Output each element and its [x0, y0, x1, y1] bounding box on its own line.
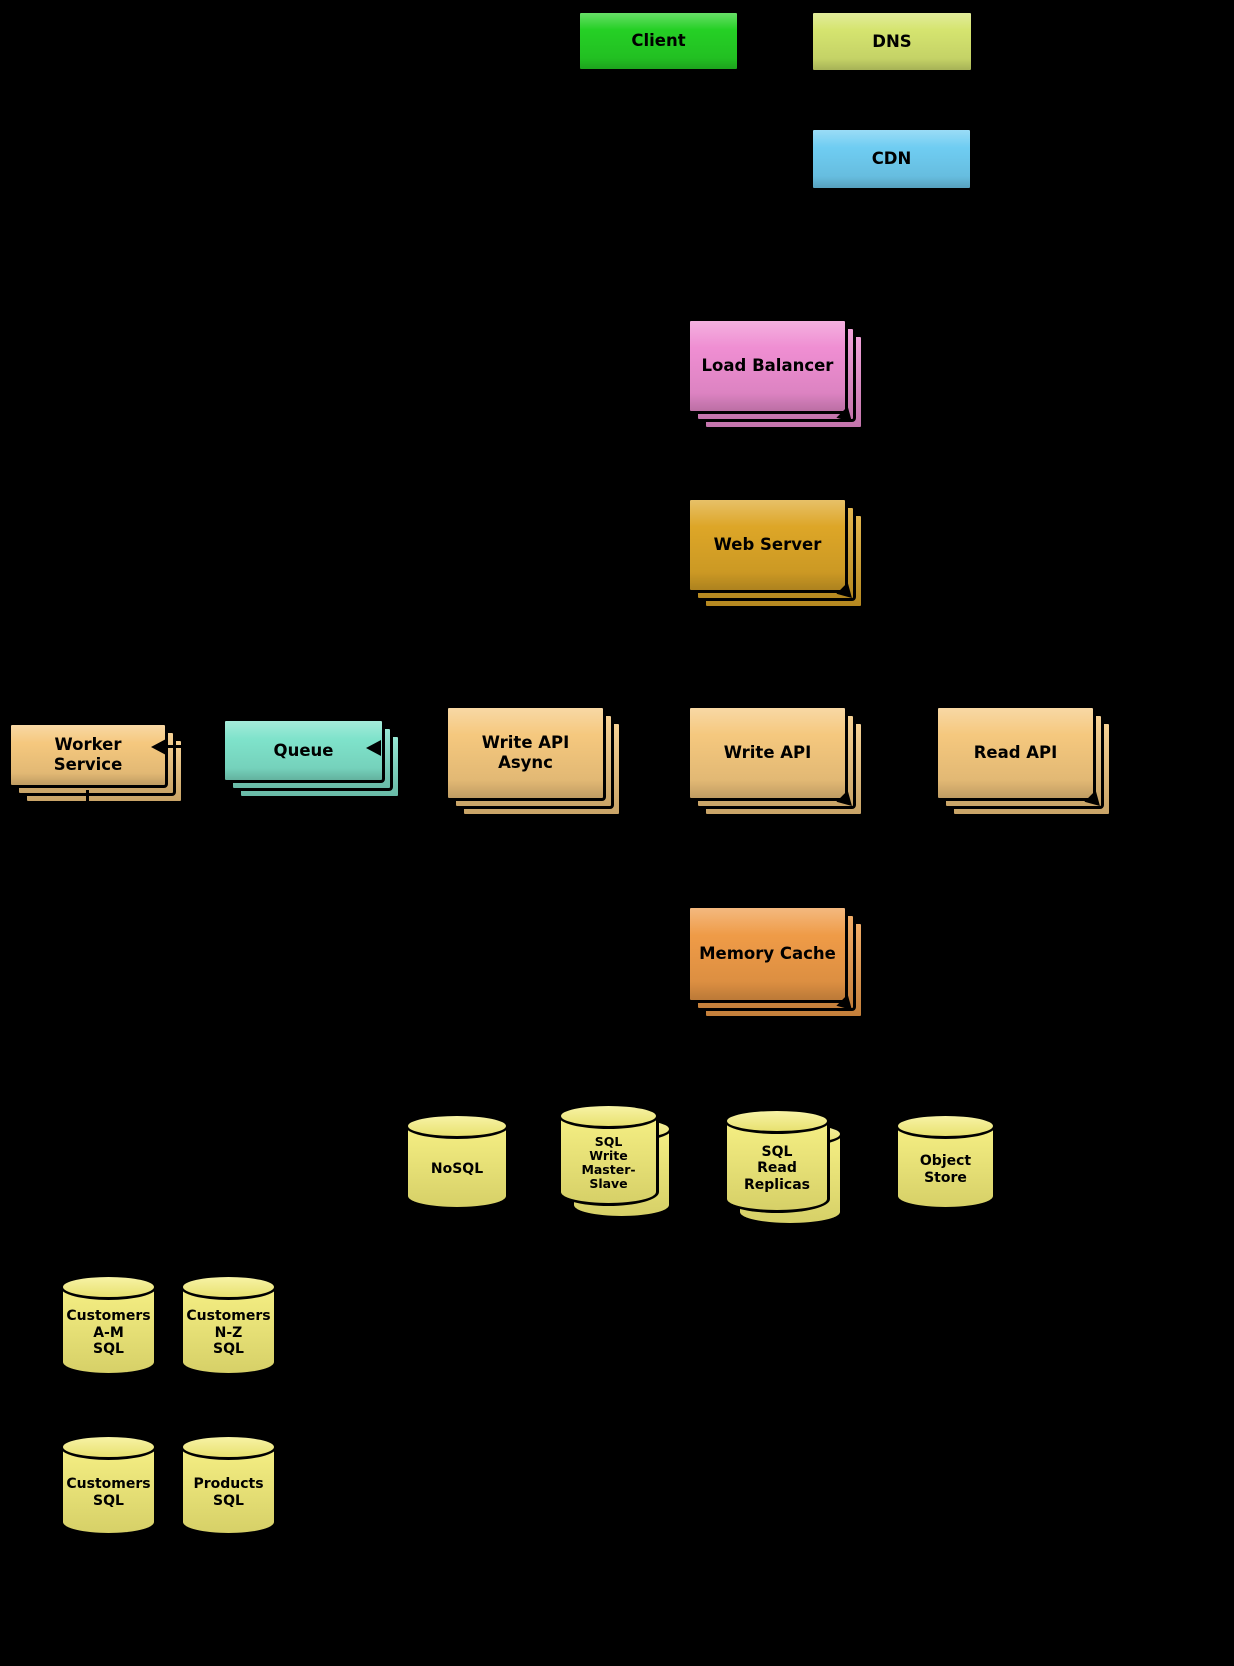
client-node: Client [577, 10, 740, 72]
customers-nz-sql-node: Customers N-Z SQL [180, 1274, 277, 1376]
write-api-label: Write API [723, 743, 812, 763]
customers-sql-label: Customers SQL [66, 1476, 151, 1509]
write-api-async-label: Write API Async [481, 733, 570, 772]
connector-line-worker-queue [164, 745, 192, 748]
read-api-node: Read API [935, 705, 1112, 817]
write-api-node: Write API [687, 705, 864, 817]
sql-write-master-slave-node: SQL Write Master- Slave SQL Write Master… [558, 1103, 672, 1219]
worker-service-label: Worker Service [53, 735, 123, 774]
cdn-label: CDN [871, 149, 912, 169]
sql-read-replicas-node: SQL Read Replicas [724, 1108, 843, 1226]
read-api-label: Read API [973, 743, 1058, 763]
load-balancer-node: Load Balancer [687, 318, 864, 430]
products-sql-node: Products SQL [180, 1434, 277, 1536]
nosql-node: NoSQL [405, 1113, 509, 1210]
cdn-node: CDN [810, 127, 973, 191]
object-store-label: Object Store [919, 1152, 972, 1186]
connector-line-below-worker [86, 790, 89, 818]
web-server-label: Web Server [713, 535, 822, 555]
customers-am-sql-label: Customers A-M SQL [66, 1308, 151, 1358]
web-server-node: Web Server [687, 497, 864, 609]
customers-sql-node: Customers SQL [60, 1434, 157, 1536]
queue-node: Queue [222, 718, 401, 799]
dns-label: DNS [872, 31, 912, 51]
sql-write-master-slave-label: SQL Write Master- Slave [581, 1133, 636, 1191]
arrowhead-into-worker-service-icon [151, 739, 166, 755]
queue-label: Queue [273, 740, 334, 760]
object-store-node: Object Store [895, 1113, 996, 1210]
load-balancer-label: Load Balancer [701, 356, 834, 376]
customers-nz-sql-label: Customers N-Z SQL [186, 1308, 271, 1358]
nosql-label: NoSQL [430, 1161, 484, 1178]
products-sql-label: Products SQL [193, 1476, 264, 1509]
dns-node: DNS [810, 10, 974, 73]
write-api-async-node: Write API Async [445, 705, 622, 817]
client-label: Client [631, 31, 686, 51]
sql-read-replicas-label: SQL Read Replicas [744, 1143, 810, 1193]
memory-cache-label: Memory Cache [699, 944, 836, 964]
memory-cache-node: Memory Cache [687, 905, 864, 1019]
worker-service-node: Worker Service [8, 722, 184, 804]
arrowhead-into-queue-icon [366, 740, 381, 756]
customers-am-sql-node: Customers A-M SQL [60, 1274, 157, 1376]
